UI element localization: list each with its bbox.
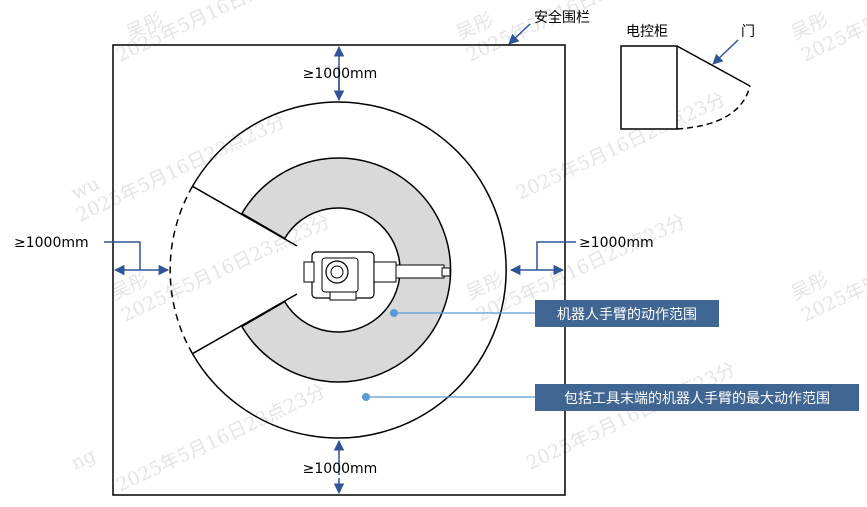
clearance-left: ≥1000mm [14, 235, 170, 276]
clearance-top-label: ≥1000mm [303, 66, 378, 82]
cabinet-door: 门 [676, 24, 755, 130]
clearance-top: ≥1000mm [303, 45, 378, 102]
fence-callout: 安全围栏 [508, 9, 590, 45]
clearance-bottom-label: ≥1000mm [303, 461, 378, 477]
cabinet-label: 电控柜 [626, 24, 668, 40]
arm-range-callout: 机器人手臂的动作范围 [390, 300, 719, 327]
arm-range-label: 机器人手臂的动作范围 [557, 306, 697, 323]
arm-range-zone [240, 157, 452, 383]
svg-text:2025年5月16日23点23分: 2025年5月16日23点23分 [798, 210, 867, 326]
svg-text:2025年5月16日23点23分: 2025年5月16日23点23分 [118, 210, 334, 326]
safety-fence [112, 44, 566, 496]
robot-icon [303, 251, 451, 301]
max-range-circle [191, 101, 507, 439]
watermark: 吴彤 2025年5月16日23点23分 吴彤 2025年5月16日23点23分 … [68, 0, 867, 497]
svg-text:2025年5月16日23点23分: 2025年5月16日23点23分 [113, 0, 329, 67]
fence-label: 安全围栏 [534, 9, 590, 26]
clearance-right: ≥1000mm [509, 235, 654, 276]
max-range-dashed-arc [169, 185, 194, 355]
svg-text:ng: ng [68, 444, 99, 474]
svg-text:2025年5月16日23点23分: 2025年5月16日23点23分 [113, 380, 329, 496]
max-range-callout: 包括工具末端的机器人手臂的最大动作范围 [362, 384, 859, 411]
control-cabinet: 电控柜 [620, 24, 678, 130]
door-label: 门 [741, 24, 755, 40]
clearance-right-label: ≥1000mm [579, 235, 654, 251]
clearance-left-label: ≥1000mm [14, 235, 89, 251]
svg-text:2025年5月16日23点23分: 2025年5月16日23点23分 [523, 358, 739, 474]
clearance-bottom: ≥1000mm [303, 439, 378, 495]
max-range-label: 包括工具末端的机器人手臂的最大动作范围 [564, 390, 830, 407]
